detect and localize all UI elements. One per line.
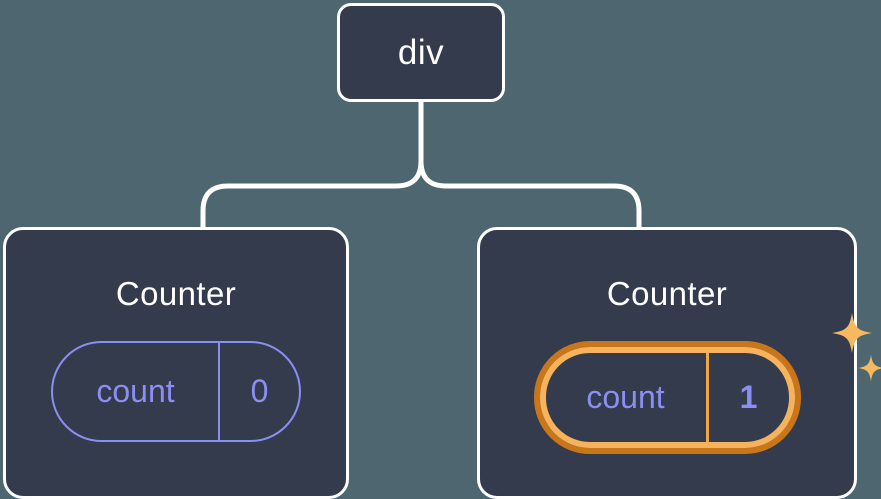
state-key-right: count — [546, 353, 706, 442]
node-counter-left[interactable]: Counter count 0 — [3, 227, 349, 499]
sparkle-small-icon — [858, 355, 881, 381]
state-key-left: count — [53, 343, 218, 440]
sparkle-icon — [832, 313, 872, 353]
node-root-div[interactable]: div — [337, 3, 505, 102]
node-counter-right-label: Counter — [607, 277, 727, 310]
connector-to-left-child — [203, 161, 421, 229]
sparkle-group — [826, 311, 881, 391]
state-value-right: 1 — [706, 353, 789, 442]
connector-to-right-child — [421, 161, 639, 229]
node-counter-right[interactable]: Counter count 1 — [477, 227, 857, 499]
state-pill-wrap-left: count 0 — [51, 341, 301, 442]
state-pill-right-highlighted[interactable]: count 1 — [534, 341, 801, 454]
node-counter-left-label: Counter — [116, 277, 236, 310]
state-pill-right-inner-ring: count 1 — [540, 347, 795, 448]
state-pill-left[interactable]: count 0 — [51, 341, 301, 442]
node-root-label: div — [398, 35, 444, 70]
state-value-left: 0 — [218, 343, 299, 440]
state-pill-wrap-right: count 1 — [534, 341, 801, 454]
